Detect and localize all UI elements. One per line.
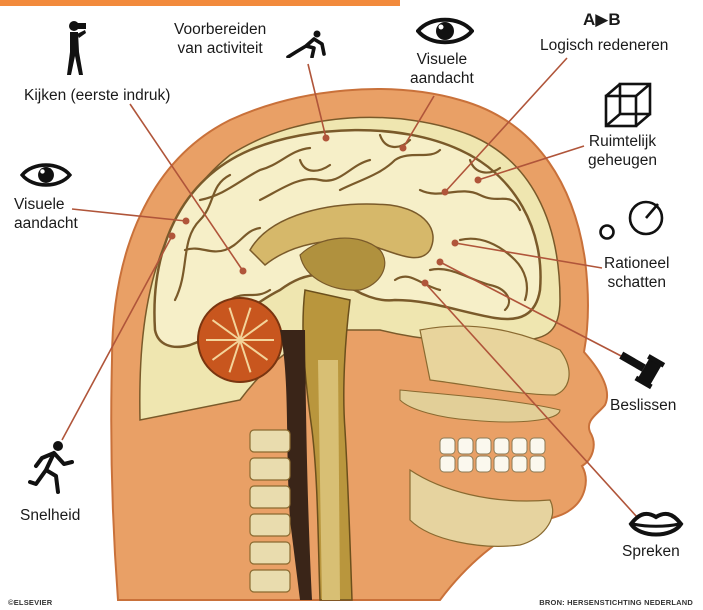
vertebra — [250, 514, 290, 536]
leader-snelheid-dot — [169, 233, 176, 240]
credit-publisher: ©ELSEVIER — [8, 598, 52, 607]
tooth-lower — [440, 456, 455, 472]
leader-visuele-aandacht-left-dot — [183, 218, 190, 225]
vertebra — [250, 542, 290, 564]
tooth-lower — [458, 456, 473, 472]
tooth-lower — [512, 456, 527, 472]
leader-ruimtelijk-geheugen-dot — [475, 177, 482, 184]
leader-spreken-dot — [422, 280, 429, 287]
lips-icon — [628, 508, 684, 540]
gavel-icon — [615, 350, 675, 390]
ratio-circles-icon — [598, 194, 664, 246]
cube-icon — [602, 80, 654, 130]
label-snelheid: Snelheid — [20, 506, 80, 525]
label-spreken: Spreken — [622, 542, 680, 561]
label-beslissen: Beslissen — [610, 396, 676, 415]
leader-visuele-aandacht-top-dot — [400, 145, 407, 152]
label-kijken: Kijken (eerste indruk) — [24, 86, 170, 105]
tooth-lower — [530, 456, 545, 472]
leader-voorbereiden-dot — [323, 135, 330, 142]
tooth-upper — [476, 438, 491, 454]
tooth-upper — [440, 438, 455, 454]
vertebra — [250, 458, 290, 480]
runner-icon — [28, 440, 74, 498]
tooth-lower — [494, 456, 509, 472]
tooth-upper — [512, 438, 527, 454]
crouching-figure-icon — [284, 30, 330, 58]
vertebra — [250, 430, 290, 452]
leader-logisch-redeneren-dot — [442, 189, 449, 196]
leader-kijken-dot — [240, 268, 247, 275]
eye-icon — [20, 160, 72, 190]
credit-source: BRON: HERSENSTICHTING NEDERLAND — [539, 598, 693, 607]
tooth-lower — [476, 456, 491, 472]
header-band — [0, 0, 400, 6]
binoculars-icon — [62, 20, 88, 80]
tooth-upper — [458, 438, 473, 454]
vertebra — [250, 570, 290, 592]
leader-rationeel-schatten-dot — [452, 240, 459, 247]
leader-beslissen-dot — [437, 259, 444, 266]
vertebra — [250, 486, 290, 508]
eye-icon — [416, 14, 474, 48]
tooth-upper — [530, 438, 545, 454]
label-logisch-redeneren: Logisch redeneren — [540, 36, 668, 55]
tooth-upper — [494, 438, 509, 454]
a-to-b-icon: A▶B — [583, 10, 621, 29]
cerebellum — [198, 298, 282, 382]
